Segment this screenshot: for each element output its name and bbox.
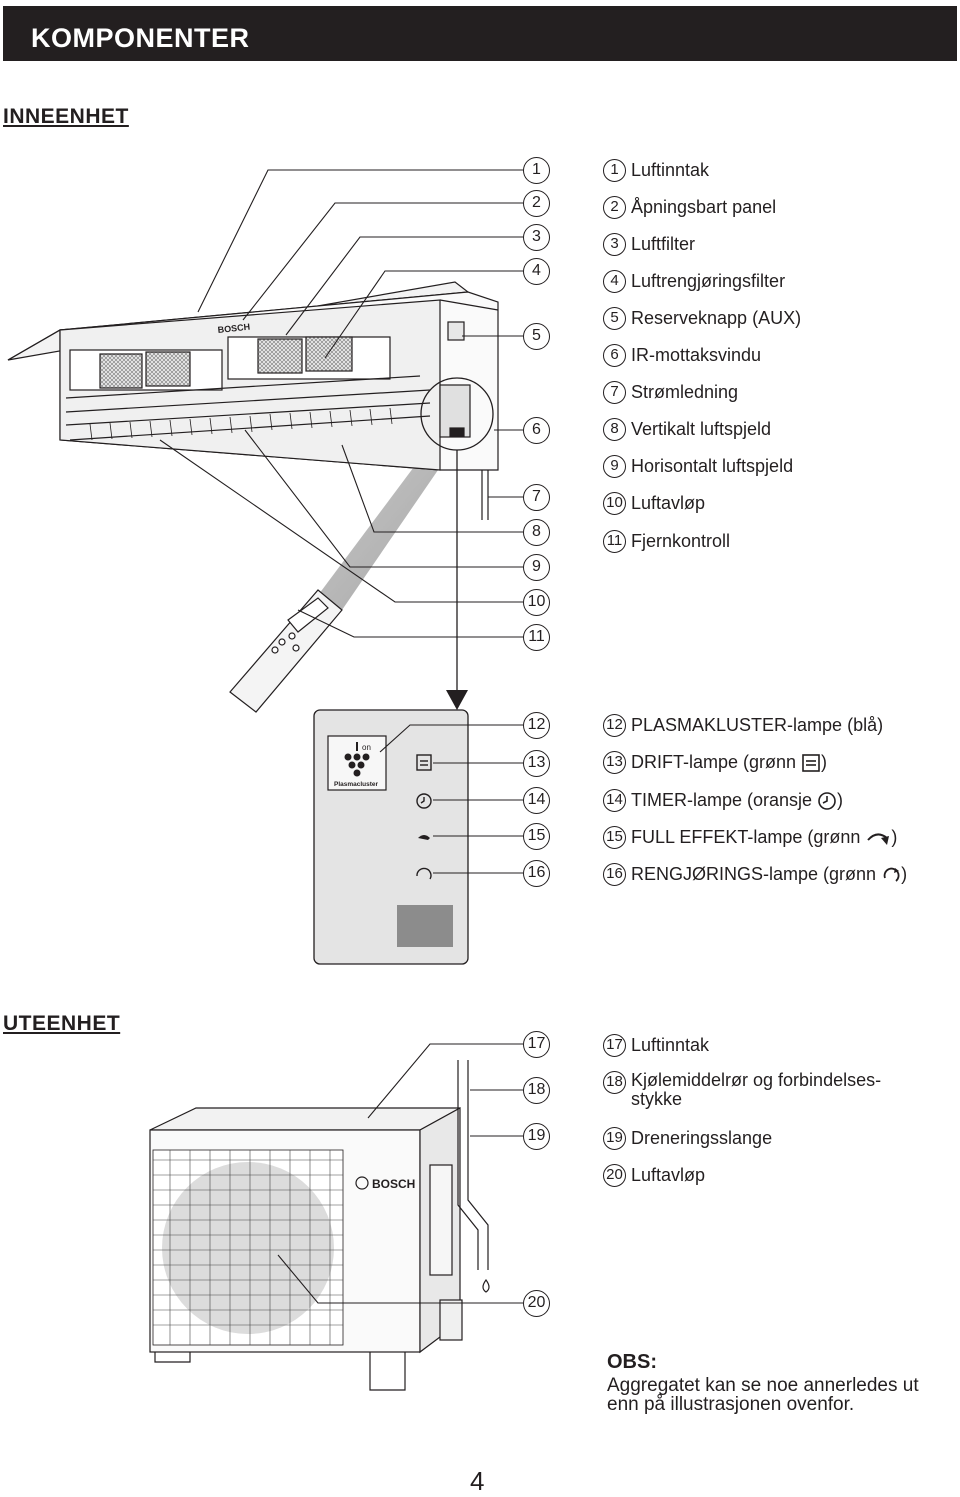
callout-16: 16 bbox=[523, 860, 550, 887]
indoor-section-title: INNEENHET bbox=[3, 105, 129, 128]
cleaning-icon bbox=[883, 867, 900, 882]
header-bar: KOMPONENTER bbox=[3, 6, 957, 61]
outdoor-section-title: UTEENHET bbox=[3, 1012, 121, 1035]
callout-18: 18 bbox=[523, 1077, 550, 1104]
callout-20: 20 bbox=[523, 1290, 550, 1317]
note-title: OBS: bbox=[607, 1351, 657, 1373]
callout-9: 9 bbox=[523, 554, 550, 581]
indoor-brand-logo: BOSCH bbox=[217, 322, 250, 335]
callout-1: 1 bbox=[523, 157, 550, 184]
page-title: KOMPONENTER bbox=[31, 23, 250, 53]
callout-13: 13 bbox=[523, 750, 550, 777]
callout-2: 2 bbox=[523, 190, 550, 217]
indoor-unit-drawing bbox=[7, 281, 499, 610]
operation-icon bbox=[802, 753, 820, 772]
plasmacluster-badge-text: Plasmacluster bbox=[334, 781, 379, 788]
callout-14: 14 bbox=[523, 787, 550, 814]
full-power-icon bbox=[867, 833, 890, 845]
callout-3: 3 bbox=[523, 224, 550, 251]
callout-10: 10 bbox=[523, 589, 550, 616]
outdoor-brand-logo: BOSCH bbox=[372, 1177, 415, 1191]
callout-8: 8 bbox=[523, 519, 550, 546]
callout-5: 5 bbox=[523, 323, 550, 350]
plasmacluster-on-label: on bbox=[362, 743, 371, 752]
callout-11: 11 bbox=[523, 624, 550, 651]
page-number: 4 bbox=[470, 1466, 485, 1496]
display-panel-drawing bbox=[313, 709, 469, 965]
callout-12: 12 bbox=[523, 712, 550, 739]
callout-19: 19 bbox=[523, 1123, 550, 1150]
callout-4: 4 bbox=[523, 258, 550, 285]
timer-icon bbox=[818, 791, 836, 810]
callout-7: 7 bbox=[523, 484, 550, 511]
callout-6: 6 bbox=[523, 417, 550, 444]
remote-control-drawing bbox=[229, 589, 343, 713]
outdoor-unit-drawing bbox=[149, 1060, 490, 1391]
callout-15: 15 bbox=[523, 823, 550, 850]
note-text: Aggregatet kan se noe annerledes ut enn … bbox=[607, 1375, 919, 1415]
callout-17: 17 bbox=[523, 1031, 550, 1058]
